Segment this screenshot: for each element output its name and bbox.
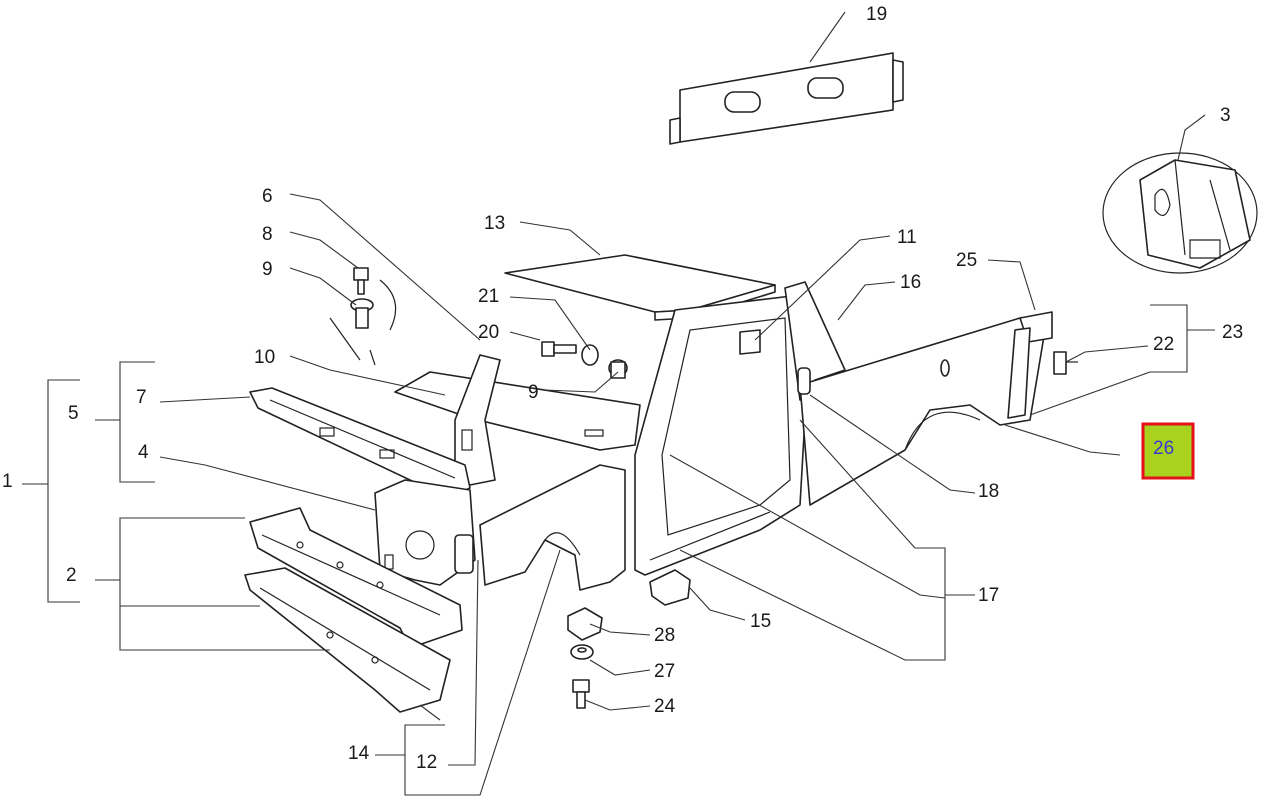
part-9-washer-lower — [608, 359, 628, 379]
callout-27: 27 — [654, 661, 675, 682]
callout-26-highlight[interactable]: 26 — [1141, 422, 1195, 480]
callout-11: 11 — [897, 227, 917, 248]
part-25-rear-corner — [1007, 311, 1053, 419]
leader-lines — [159, 11, 1206, 711]
part-22-clip — [1053, 351, 1078, 375]
part-12-front-wing — [454, 464, 626, 591]
callout-2: 2 — [66, 565, 77, 586]
callout-10: 10 — [254, 347, 275, 368]
construction-lines — [329, 279, 397, 366]
callout-20: 20 — [478, 322, 499, 343]
part-10-windscreen-crossmember — [394, 371, 641, 451]
group-bracket-17 — [669, 419, 975, 661]
callout-19: 19 — [866, 4, 887, 25]
part-15-bracket — [649, 569, 691, 606]
callout-17: 17 — [978, 585, 999, 606]
group-bracket-5 — [95, 361, 155, 483]
callout-15: 15 — [750, 611, 771, 632]
callout-7: 7 — [136, 387, 147, 408]
part-7-upper-rail — [249, 387, 471, 499]
group-bracket-22-23 — [1029, 304, 1215, 416]
callout-22: 22 — [1153, 334, 1174, 355]
part-2-floor-crossmember — [249, 507, 463, 649]
callout-13: 13 — [484, 213, 505, 234]
group-bracket-2 — [95, 517, 330, 651]
group-bracket-1 — [22, 379, 80, 603]
part-28-cage-nut — [567, 607, 603, 641]
highlight-box[interactable] — [1141, 422, 1195, 480]
callout-6: 6 — [262, 186, 273, 207]
callout-3: 3 — [1220, 105, 1231, 126]
callout-18: 18 — [978, 481, 999, 502]
part-14-floor-member — [244, 567, 451, 713]
callout-9-top: 9 — [262, 259, 273, 280]
callout-25: 25 — [956, 250, 977, 271]
callout-28: 28 — [654, 625, 675, 646]
part-21-nut — [581, 344, 599, 366]
part-3-detail-inset — [1102, 152, 1258, 274]
callout-9-lower: 9 — [528, 382, 539, 403]
callout-8: 8 — [262, 224, 273, 245]
part-19-roof-panel — [669, 52, 904, 145]
callout-14: 14 — [348, 743, 370, 764]
callout-labels: 19 3 13 6 8 9 10 7 5 4 1 2 21 20 9 11 16… — [2, 4, 1243, 773]
part-9-washer-top — [350, 298, 374, 329]
callout-5: 5 — [68, 403, 79, 424]
callout-21: 21 — [478, 286, 499, 307]
callout-4: 4 — [138, 442, 149, 463]
callout-24: 24 — [654, 696, 676, 717]
part-27-washer — [570, 644, 594, 660]
part-20-bolt — [541, 341, 577, 357]
part-17-side-frame — [634, 294, 811, 576]
part-11-b-pillar-bracket — [739, 329, 761, 355]
callout-1: 1 — [2, 471, 13, 492]
part-8-bolt — [353, 267, 369, 295]
group-bracket-12 — [375, 549, 561, 796]
callout-23: 23 — [1222, 322, 1243, 343]
callout-26[interactable]: 26 — [1153, 438, 1174, 459]
callout-16: 16 — [900, 272, 921, 293]
callout-12: 12 — [416, 752, 437, 773]
part-24-screw — [572, 679, 590, 709]
